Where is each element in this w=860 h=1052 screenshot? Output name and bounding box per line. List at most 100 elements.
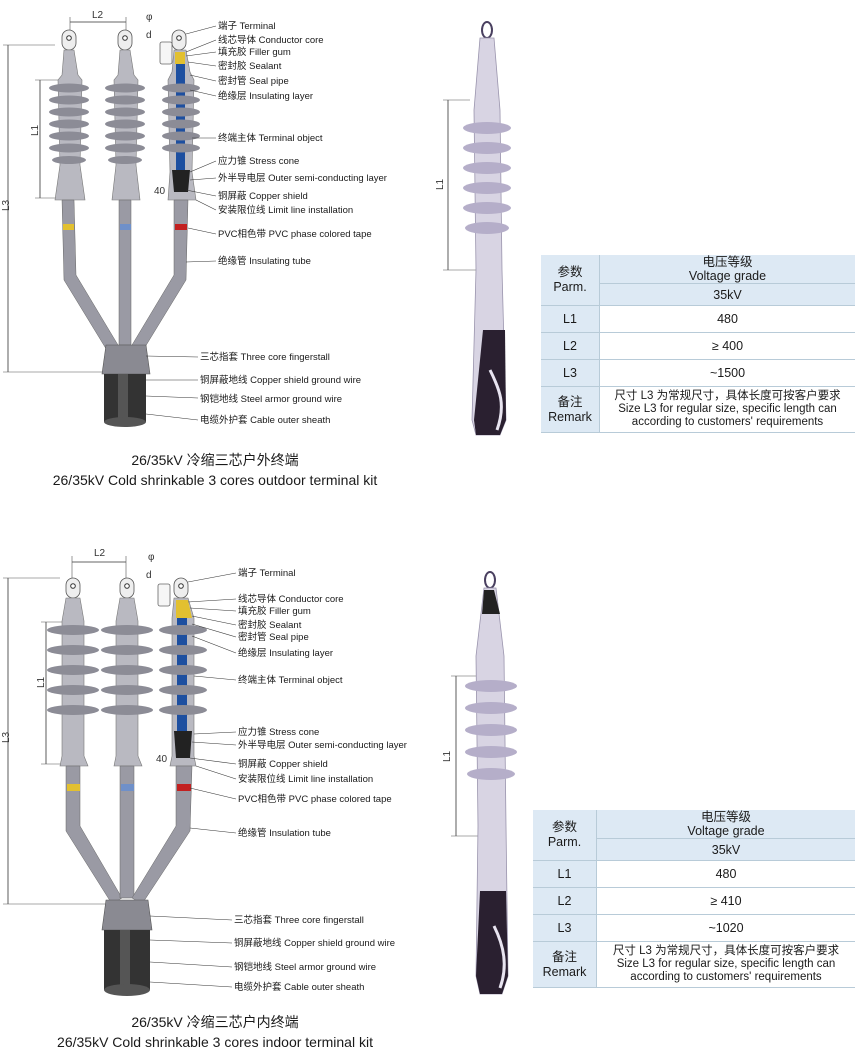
table-row-l3-name: L3 bbox=[541, 359, 600, 387]
table-row-l2-name: L2 bbox=[541, 332, 600, 360]
table-remark-label: 备注 Remark bbox=[541, 386, 600, 433]
table-row-l3-value: ~1500 bbox=[599, 359, 855, 387]
label-sealant: 密封胶 Sealant bbox=[218, 60, 282, 72]
red-phase-tape bbox=[175, 224, 187, 230]
label-terminal-object: 终端主体 Terminal object bbox=[238, 674, 343, 686]
table-row-l2-value: ≥ 410 bbox=[596, 887, 855, 915]
label-outer-semi-conducting-layer: 外半导电层 Outer semi-conducting layer bbox=[238, 739, 407, 751]
outdoor-caption-en: 26/35kV Cold shrinkable 3 cores outdoor … bbox=[52, 472, 378, 488]
terminal-body-middle bbox=[113, 597, 143, 767]
label-stress-cone: 应力锥 Stress cone bbox=[218, 155, 299, 167]
indoor-spec-table: 参数 Parm. 电压等级 Voltage grade 35kV L1 480 … bbox=[533, 810, 855, 988]
label-three-core-fingerstall: 三芯指套 Three core fingerstall bbox=[234, 914, 364, 926]
phi-dimension-label: φ bbox=[148, 552, 155, 563]
label-three-core-fingerstall: 三芯指套 Three core fingerstall bbox=[200, 351, 330, 363]
table-voltage-grade-header: 电压等级 Voltage grade bbox=[599, 255, 855, 284]
label-cable-outer-sheath: 电缆外护套 Cable outer sheath bbox=[234, 981, 364, 993]
fingerstall-and-cable bbox=[101, 899, 153, 996]
blue-phase-tape bbox=[121, 784, 134, 791]
indoor-caption-cn: 26/35kV 冷缩三芯户内终端 bbox=[131, 1014, 299, 1030]
table-param-header: 参数 Parm. bbox=[541, 255, 600, 306]
outdoor-caption-cn: 26/35kV 冷缩三芯户外终端 bbox=[131, 452, 299, 468]
label-steel-armor-ground-wire: 钢铠地线 Steel armor ground wire bbox=[200, 393, 342, 405]
photo-l1-dimension-label: L1 bbox=[435, 178, 446, 190]
table-row-l2-value: ≥ 400 bbox=[599, 332, 855, 360]
label-filler-gum: 填充胶 Filler gum bbox=[238, 605, 311, 617]
indoor-caption: 26/35kV 冷缩三芯户内终端 26/35kV Cold shrinkable… bbox=[0, 1012, 430, 1052]
terminal-body-right-cutaway bbox=[169, 597, 197, 767]
label-copper-shield: 铜屏蔽 Copper shield bbox=[218, 190, 308, 202]
label-insulating-layer: 绝缘层 Insulating layer bbox=[238, 647, 333, 659]
cable-cores bbox=[61, 199, 189, 353]
label-steel-armor-ground-wire: 钢铠地线 Steel armor ground wire bbox=[234, 961, 376, 973]
outdoor-terminal-diagram: L3 L1 L2 φ d 40 bbox=[1, 10, 511, 436]
l2-dimension-label: L2 bbox=[94, 548, 106, 559]
insulator-sheds bbox=[49, 83, 200, 164]
outdoor-terminal-panel: L3 L1 L2 φ d 40 bbox=[0, 10, 855, 490]
outdoor-leader-lines bbox=[145, 25, 217, 421]
table-remark-text: 尺寸 L3 为常规尺寸，具体长度可按客户要求 Size L3 for regul… bbox=[599, 386, 855, 433]
red-phase-tape bbox=[177, 784, 191, 791]
limit-dimension-label: 40 bbox=[154, 186, 166, 197]
indoor-terminal-diagram: L3 L1 L2 φ d 40 bbox=[1, 548, 517, 996]
table-row-l3-value: ~1020 bbox=[596, 914, 855, 942]
label-copper-shield: 铜屏蔽 Copper shield bbox=[238, 758, 328, 770]
label-stress-cone: 应力锥 Stress cone bbox=[238, 726, 319, 738]
l3-dimension-label: L3 bbox=[1, 731, 12, 743]
label-conductor-core: 线芯导体 Conductor core bbox=[238, 593, 344, 605]
label-limit-line-installation: 安装限位线 Limit line installation bbox=[238, 773, 373, 785]
blue-phase-tape bbox=[120, 224, 131, 230]
table-param-header: 参数 Parm. bbox=[533, 810, 597, 861]
table-row-l2-name: L2 bbox=[533, 887, 597, 915]
outdoor-spec-table: 参数 Parm. 电压等级 Voltage grade 35kV L1 480 … bbox=[541, 255, 855, 433]
table-row-l1-name: L1 bbox=[533, 860, 597, 888]
label-cable-outer-sheath: 电缆外护套 Cable outer sheath bbox=[200, 414, 330, 426]
d-dimension-label: d bbox=[146, 30, 152, 41]
indoor-leader-lines bbox=[149, 572, 237, 988]
photo-l1-dimension-label: L1 bbox=[442, 750, 453, 762]
phi-dimension-label: φ bbox=[146, 12, 153, 23]
outdoor-product-photo: L1 bbox=[435, 21, 511, 436]
cable-cores bbox=[65, 765, 193, 905]
indoor-product-photo: L1 bbox=[442, 571, 517, 995]
d-dimension-label: d bbox=[146, 570, 152, 581]
label-pvc-phase-colored-tape: PVC相色带 PVC phase colored tape bbox=[218, 228, 372, 240]
table-remark-text: 尺寸 L3 为常规尺寸，具体长度可按客户要求 Size L3 for regul… bbox=[596, 941, 855, 988]
indoor-caption-en: 26/35kV Cold shrinkable 3 cores indoor t… bbox=[57, 1034, 373, 1050]
label-copper-shield-ground-wire: 铜屏蔽地线 Copper shield ground wire bbox=[234, 937, 395, 949]
label-terminal: 端子 Terminal bbox=[218, 20, 276, 32]
l1-dimension-label: L1 bbox=[36, 676, 47, 688]
label-insulation-tube: 绝缘管 Insulation tube bbox=[238, 827, 331, 839]
indoor-terminal-panel: L3 L1 L2 φ d 40 bbox=[0, 526, 860, 1052]
label-insulating-layer: 绝缘层 Insulating layer bbox=[218, 90, 313, 102]
insulator-sheds bbox=[47, 625, 207, 715]
l3-dimension-label: L3 bbox=[1, 199, 12, 211]
terminal-body-left bbox=[59, 597, 89, 767]
label-insulating-tube: 绝缘管 Insulating tube bbox=[218, 255, 311, 267]
label-limit-line-installation: 安装限位线 Limit line installation bbox=[218, 204, 353, 216]
table-row-l1-value: 480 bbox=[596, 860, 855, 888]
label-seal-pipe: 密封管 Seal pipe bbox=[218, 75, 289, 87]
fingerstall-and-cable bbox=[101, 344, 151, 427]
label-terminal: 端子 Terminal bbox=[238, 567, 296, 579]
terminal-lugs bbox=[65, 577, 189, 607]
label-conductor-core: 线芯导体 Conductor core bbox=[218, 34, 324, 46]
table-voltage-grade-value: 35kV bbox=[596, 838, 855, 861]
table-row-l1-name: L1 bbox=[541, 305, 600, 333]
label-filler-gum: 填充胶 Filler gum bbox=[218, 46, 291, 58]
limit-dimension-label: 40 bbox=[156, 754, 168, 765]
table-voltage-grade-value: 35kV bbox=[599, 283, 855, 306]
label-terminal-object: 终端主体 Terminal object bbox=[218, 132, 323, 144]
label-seal-pipe: 密封管 Seal pipe bbox=[238, 631, 309, 643]
table-row-l1-value: 480 bbox=[599, 305, 855, 333]
table-remark-label: 备注 Remark bbox=[533, 941, 597, 988]
label-outer-semi-conducting-layer: 外半导电层 Outer semi-conducting layer bbox=[218, 172, 387, 184]
outdoor-caption: 26/35kV 冷缩三芯户外终端 26/35kV Cold shrinkable… bbox=[0, 450, 430, 490]
label-sealant: 密封胶 Sealant bbox=[238, 619, 302, 631]
yellow-phase-tape bbox=[63, 224, 74, 230]
yellow-phase-tape bbox=[67, 784, 80, 791]
label-pvc-phase-colored-tape: PVC相色带 PVC phase colored tape bbox=[238, 793, 392, 805]
table-voltage-grade-header: 电压等级 Voltage grade bbox=[596, 810, 855, 839]
table-row-l3-name: L3 bbox=[533, 914, 597, 942]
l1-dimension-label: L1 bbox=[30, 124, 41, 136]
